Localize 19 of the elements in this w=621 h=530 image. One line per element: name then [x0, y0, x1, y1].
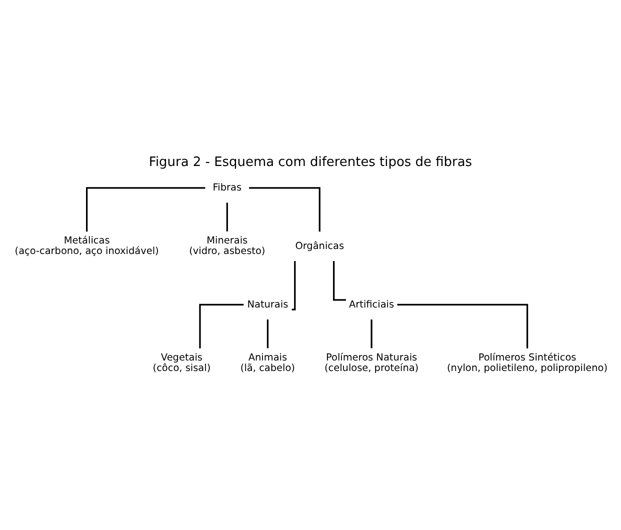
- connector: [397, 304, 528, 348]
- diagram-title: Figura 2 - Esquema com diferentes tipos de fibras: [148, 154, 472, 170]
- connector: [226, 202, 228, 232]
- node-text: Polímeros Naturais (celulose, proteína): [324, 352, 419, 374]
- node-text: Naturais: [247, 299, 288, 310]
- node-text: Orgânicas: [295, 240, 344, 252]
- node-text: Minerais (vidro, asbesto): [189, 236, 266, 258]
- connector: [199, 304, 244, 348]
- connector: [292, 261, 296, 310]
- node-text: Animais (lã, cabelo): [240, 352, 295, 374]
- node-text: Artificiais: [349, 299, 394, 310]
- connector: [266, 320, 269, 348]
- connector: [249, 187, 320, 232]
- node-text: Polímeros Sintéticos (nylon, polietileno, polipropileno): [447, 352, 608, 374]
- connector: [370, 320, 372, 348]
- node-text: Metálicas (aço-carbono, aço inoxidável): [14, 236, 159, 258]
- node-text: Fibras: [212, 182, 242, 194]
- node-text: Vegetais (côco, sisal): [152, 352, 211, 374]
- connector: [86, 187, 206, 232]
